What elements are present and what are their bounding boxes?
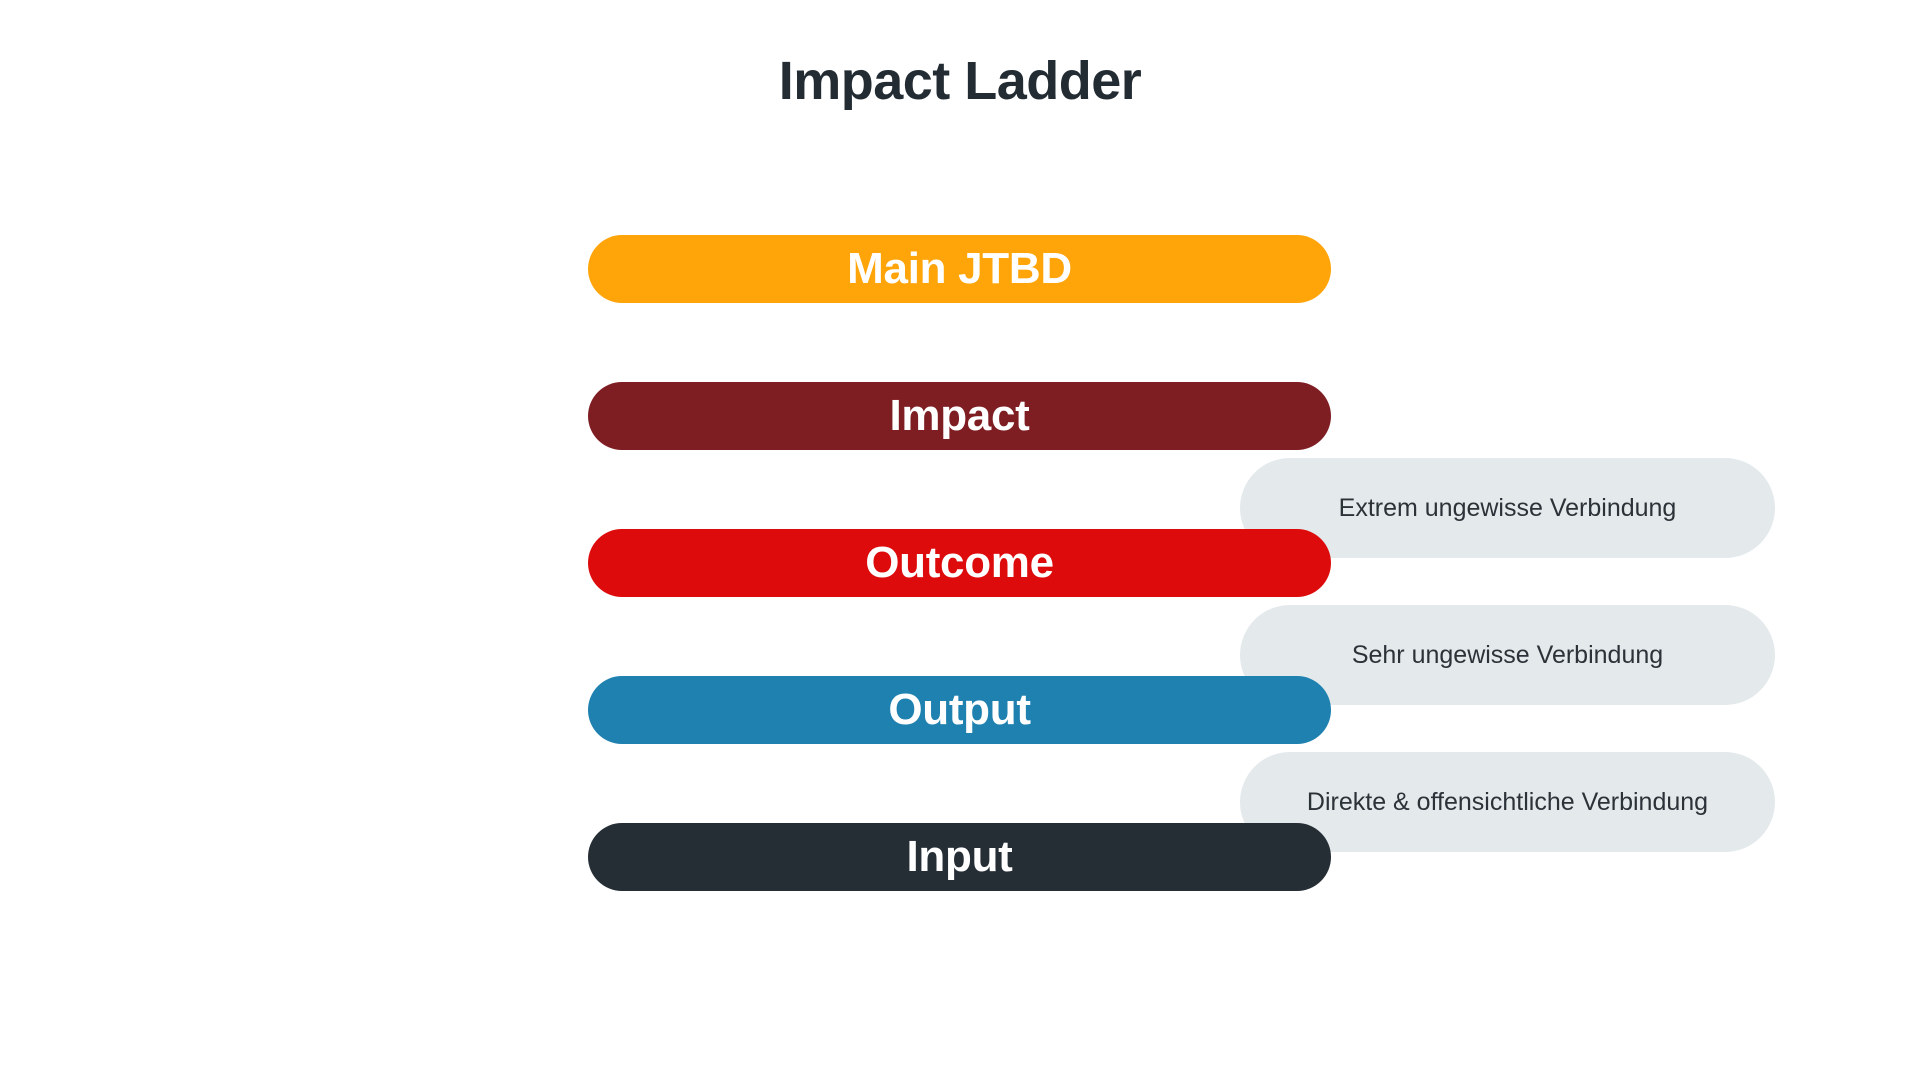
ladder-bar-label: Outcome (865, 538, 1054, 587)
page-title: Impact Ladder (778, 51, 1142, 111)
ladder-bar-label: Output (888, 685, 1031, 734)
ladder-bar-outcome: Outcome (588, 529, 1331, 597)
ladder-bar-label: Main JTBD (847, 244, 1072, 293)
connector-label: Extrem ungewisse Verbindung (1338, 494, 1677, 522)
connector-label: Sehr ungewisse Verbindung (1351, 641, 1664, 669)
ladder-bar-label: Input (906, 832, 1013, 881)
ladder-bar-label: Impact (889, 391, 1030, 440)
ladder-bar-output: Output (588, 676, 1331, 744)
connector-pill-output-input: Direkte & offensichtliche Verbindung (1240, 752, 1775, 852)
connector-pill-impact-outcome: Extrem ungewisse Verbindung (1240, 458, 1775, 558)
ladder-bar-impact: Impact (588, 382, 1331, 450)
ladder-bar-main-jtbd: Main JTBD (588, 235, 1331, 303)
connector-label: Direkte & offensichtliche Verbindung (1306, 788, 1709, 816)
ladder-bar-input: Input (588, 823, 1331, 891)
connector-pill-outcome-output: Sehr ungewisse Verbindung (1240, 605, 1775, 705)
